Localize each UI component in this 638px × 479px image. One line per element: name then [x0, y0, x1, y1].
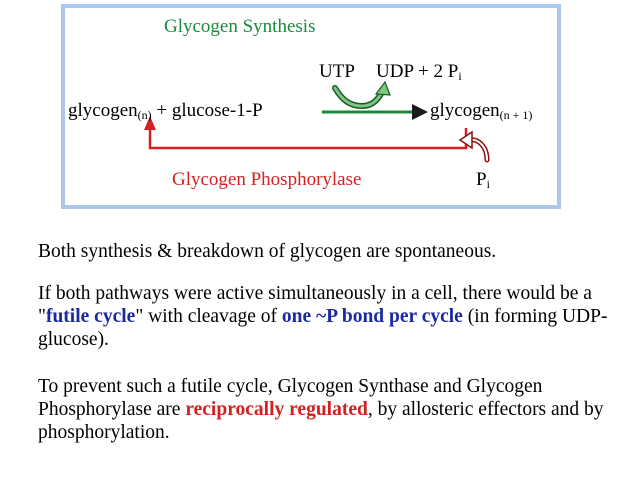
- synthesis-title: Glycogen Synthesis: [164, 16, 316, 37]
- substrate-label: glycogen(n) + glucose-1-P: [68, 100, 263, 122]
- paragraph-futile-cycle: If both pathways were active simultaneou…: [38, 283, 608, 350]
- paragraph-regulation: To prevent such a futile cycle, Glycogen…: [38, 376, 604, 443]
- utp-label: UTP: [319, 61, 355, 82]
- pi-label: Pi: [476, 169, 490, 191]
- diagram-box: [61, 4, 561, 209]
- paragraph-spontaneous: Both synthesis & breakdown of glycogen a…: [38, 241, 497, 262]
- udp-label: UDP + 2 Pi: [376, 61, 462, 83]
- product-label: glycogen(n + 1): [430, 100, 533, 122]
- phosphorylase-label: Glycogen Phosphorylase: [172, 169, 362, 190]
- udp-arrowhead: [374, 80, 391, 96]
- pi-arrowhead: [458, 130, 473, 150]
- phosphorylase-arrowhead: [144, 116, 156, 130]
- phosphorylase-arrow-line: [148, 128, 468, 150]
- synthesis-arrowhead: [412, 104, 428, 120]
